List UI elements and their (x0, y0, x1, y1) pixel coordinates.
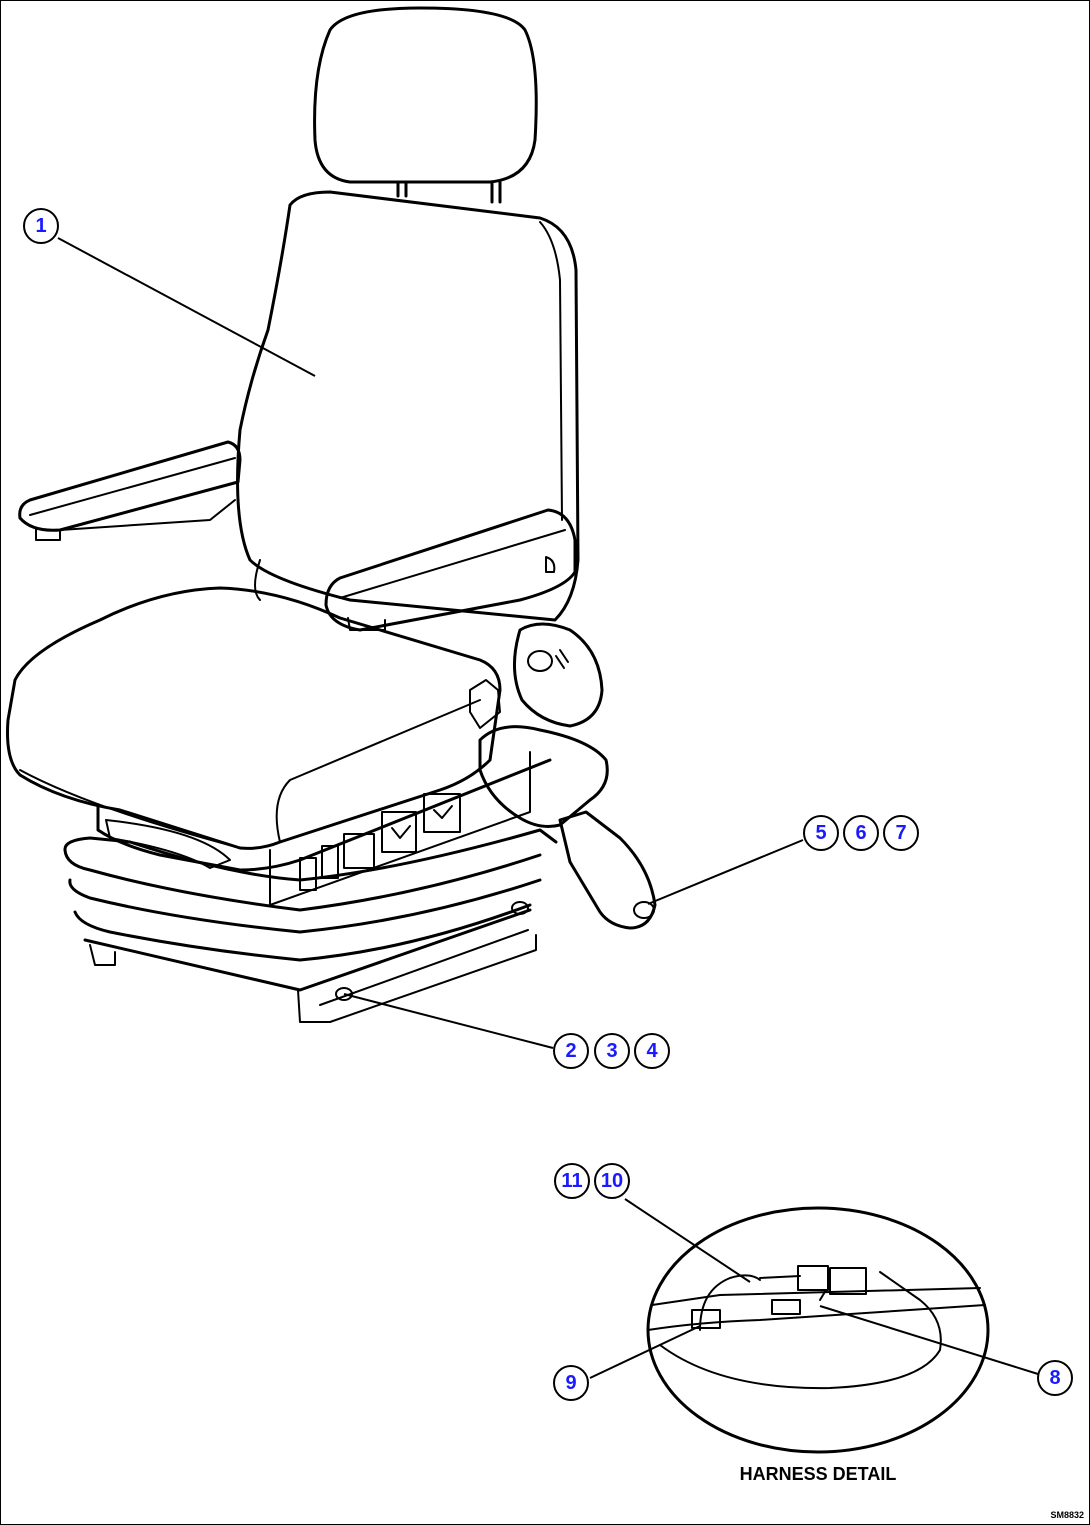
svg-text:3: 3 (606, 1040, 617, 1062)
detail-caption: HARNESS DETAIL (740, 1464, 897, 1484)
svg-text:2: 2 (565, 1040, 576, 1062)
svg-text:7: 7 (895, 822, 906, 844)
svg-text:11: 11 (561, 1170, 582, 1192)
seat-belt (469, 622, 657, 930)
callout-6: 6 (843, 815, 879, 851)
svg-text:6: 6 (855, 822, 866, 844)
callout-11: 11 (554, 1163, 590, 1199)
callout-4: 4 (634, 1033, 670, 1069)
left-armrest (18, 440, 242, 541)
callout-5: 5 (803, 815, 839, 851)
leader-lines (57, 237, 1039, 1379)
drawing-code: SM8832 (1050, 1510, 1084, 1520)
headrest (313, 6, 538, 204)
callout-2: 2 (553, 1033, 589, 1069)
callout-1: 1 (23, 208, 59, 244)
svg-text:4: 4 (646, 1040, 658, 1062)
callout-10: 10 (594, 1163, 630, 1199)
callout-7: 7 (883, 815, 919, 851)
svg-text:9: 9 (565, 1372, 576, 1394)
svg-text:5: 5 (815, 822, 826, 844)
backrest (236, 190, 580, 622)
harness-detail (646, 1206, 990, 1454)
svg-text:10: 10 (601, 1170, 623, 1192)
suspension (63, 828, 558, 1023)
callout-3: 3 (594, 1033, 630, 1069)
svg-text:1: 1 (35, 215, 46, 237)
callout-8: 8 (1037, 1360, 1073, 1396)
right-armrest (324, 508, 577, 632)
svg-text:8: 8 (1049, 1367, 1060, 1389)
callout-9: 9 (553, 1365, 589, 1401)
seat-cushion (6, 586, 502, 850)
